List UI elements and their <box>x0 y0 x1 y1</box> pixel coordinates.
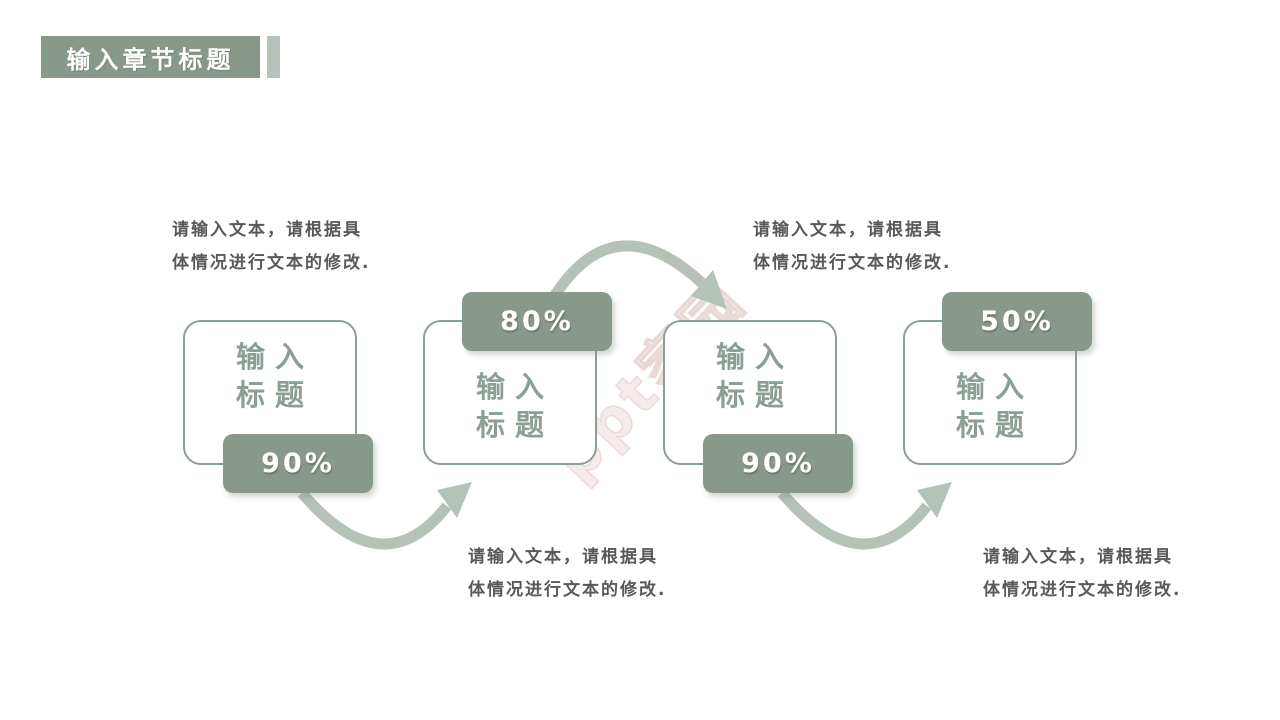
percent-value-2: 80% <box>500 306 574 337</box>
percent-value-1: 90% <box>261 448 335 479</box>
caption-line: 请输入文本，请根据具 <box>468 547 658 567</box>
percent-badge-4: 50% <box>942 292 1092 351</box>
step-title-line: 输入 <box>955 370 1034 404</box>
step-title-2: 输入 标题 <box>425 368 595 444</box>
section-title-bar: 输入章节标题 <box>41 36 260 78</box>
curved-arrow-bottom-left <box>297 482 472 550</box>
step-title-line: 标题 <box>475 408 554 442</box>
caption-line: 请输入文本，请根据具 <box>983 547 1173 567</box>
step-title-line: 标题 <box>235 378 314 412</box>
percent-badge-3: 90% <box>703 434 853 493</box>
caption-line: 体情况进行文本的修改. <box>983 580 1182 600</box>
caption-line: 体情况进行文本的修改. <box>753 253 952 273</box>
percent-value-3: 90% <box>741 448 815 479</box>
step-title-line: 输入 <box>235 340 314 374</box>
caption-line: 体情况进行文本的修改. <box>172 253 371 273</box>
step-title-line: 输入 <box>715 340 794 374</box>
percent-badge-2: 80% <box>462 292 612 351</box>
percent-value-4: 50% <box>980 306 1054 337</box>
caption-block-2: 请输入文本，请根据具 体情况进行文本的修改. <box>753 214 951 280</box>
step-title-line: 标题 <box>955 408 1034 442</box>
caption-line: 请输入文本，请根据具 <box>172 220 362 240</box>
caption-block-4: 请输入文本，请根据具 体情况进行文本的修改. <box>983 541 1181 607</box>
step-title-1: 输入 标题 <box>185 338 355 414</box>
percent-badge-1: 90% <box>223 434 373 493</box>
caption-line: 请输入文本，请根据具 <box>753 220 943 240</box>
curved-arrow-top <box>547 240 727 309</box>
header-accent-bar <box>267 36 280 78</box>
caption-line: 体情况进行文本的修改. <box>468 580 667 600</box>
step-title-4: 输入 标题 <box>905 368 1075 444</box>
curved-arrow-bottom-right <box>777 482 952 550</box>
step-title-line: 标题 <box>715 378 794 412</box>
caption-block-1: 请输入文本，请根据具 体情况进行文本的修改. <box>172 214 370 280</box>
step-title-line: 输入 <box>475 370 554 404</box>
section-title: 输入章节标题 <box>66 45 235 74</box>
step-title-3: 输入 标题 <box>665 338 835 414</box>
caption-block-3: 请输入文本，请根据具 体情况进行文本的修改. <box>468 541 666 607</box>
